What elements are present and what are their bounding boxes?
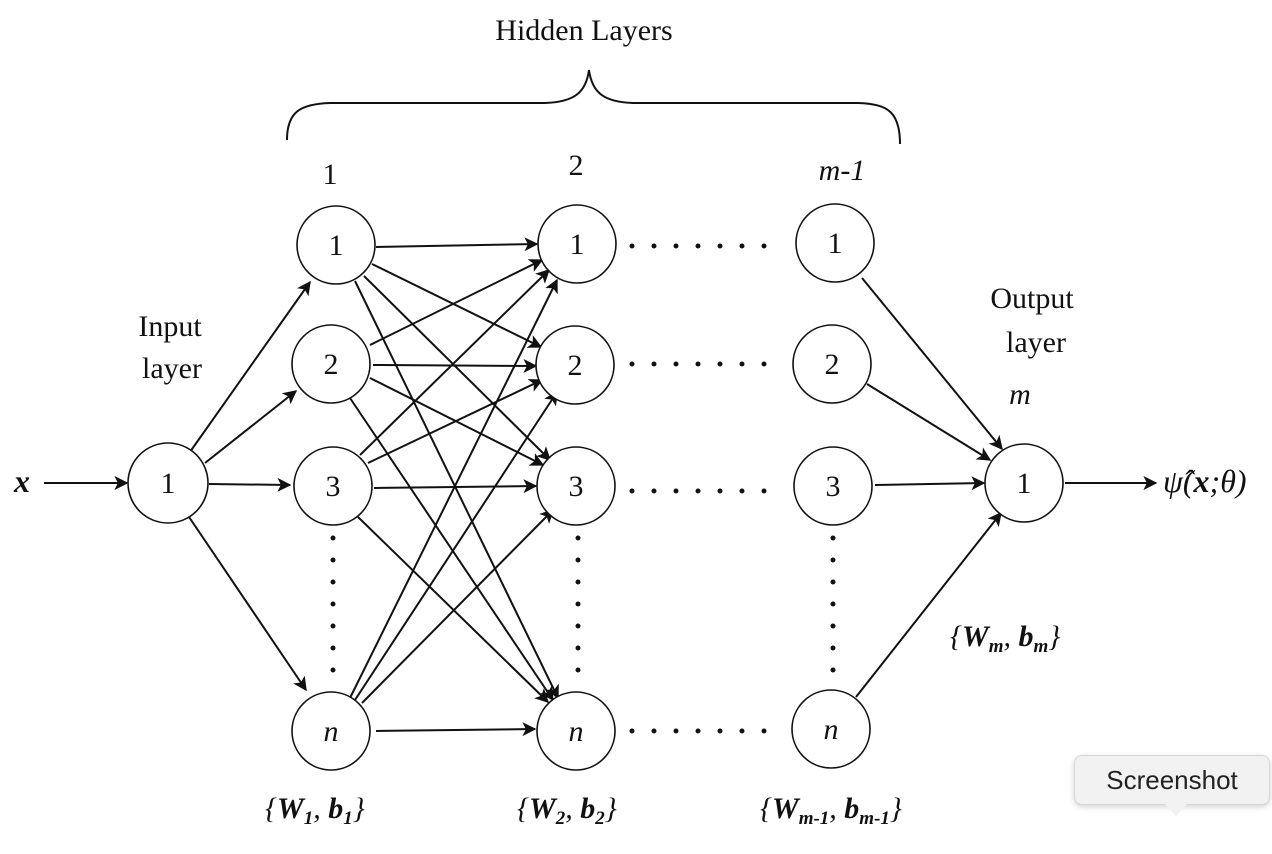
edge-h1-n-h2-1 <box>349 278 558 699</box>
h1-node-1-label: 1 <box>329 229 344 262</box>
h2-node-1: 1 <box>537 204 617 284</box>
h1-node-1: 1 <box>296 205 376 285</box>
edge-in-h1-n <box>186 513 307 692</box>
h2-node-n: n <box>536 691 616 771</box>
input-node: 1 <box>127 442 209 524</box>
edge-h1-3-h2-1 <box>359 269 551 456</box>
h2-node-3-label: 3 <box>569 470 584 503</box>
hm-node-3-label: 3 <box>826 470 841 503</box>
output-theta: ;θ) <box>1210 463 1247 499</box>
params-layer-m-1: {Wm-1, bm-1} <box>760 792 902 829</box>
edge-h1-2-h2-n <box>349 397 554 702</box>
edge-h1-1-h2-2 <box>371 263 543 348</box>
hidden-layers-title: Hidden Layers <box>495 14 672 47</box>
hidden-layer-m-1-number: m-1 <box>819 154 866 187</box>
edge-h1-n-h2-3 <box>361 509 554 704</box>
output-x: x <box>1193 463 1210 499</box>
h2-node-2: 2 <box>535 325 615 405</box>
edge-h1-2-h2-2 <box>372 358 538 373</box>
edge-hm-n-out <box>855 511 1002 698</box>
hidden-layer-2-nodes: 1 2 3 n <box>535 204 617 771</box>
screenshot-tooltip: Screenshot <box>1074 755 1270 805</box>
h2-node-1-label: 1 <box>570 228 585 261</box>
h1-node-2: 2 <box>291 324 371 404</box>
hidden-layer-2-number: 2 <box>569 149 584 182</box>
output-layer-label-line1: Output <box>990 282 1074 315</box>
h2-node-2-label: 2 <box>568 349 583 382</box>
hidden-layer-1-number: 1 <box>323 158 338 191</box>
h1-node-n-label: n <box>324 715 339 748</box>
h1-node-2-label: 2 <box>324 348 339 381</box>
edge-in-h1-2 <box>204 390 298 464</box>
edge-in-h1-1 <box>184 280 311 460</box>
edge-hm-3-out <box>874 476 986 491</box>
h1-node-n: n <box>291 691 371 771</box>
edge-h1-n-h2-n <box>375 722 537 737</box>
input-variable: x <box>13 463 30 499</box>
hm-node-1-label: 1 <box>828 227 843 260</box>
edge-hm-2-out <box>866 383 992 461</box>
edge-h1-n-h2-2 <box>354 390 558 701</box>
hm-node-n: n <box>791 689 871 769</box>
input-layer-label-line1: Input <box>138 310 202 343</box>
edge-h1-2-h2-1 <box>369 259 544 346</box>
hm-node-2: 2 <box>792 324 872 404</box>
edge-h1-1-h2-n <box>354 280 559 700</box>
edge-h1-3-h2-2 <box>367 379 544 464</box>
hm-node-1: 1 <box>795 203 875 283</box>
edge-h1-1-h2-1 <box>375 237 539 252</box>
h1-node-3: 3 <box>293 446 373 526</box>
connections <box>184 237 1158 737</box>
output-open-paren: ( <box>1183 463 1196 499</box>
output-layer-index: m <box>1009 378 1031 411</box>
hidden-layer-1-nodes: 1 2 3 n <box>291 205 376 771</box>
h2-node-3: 3 <box>536 446 616 526</box>
edge-h1-3-h2-n <box>357 516 550 703</box>
hidden-layers-brace <box>286 69 901 145</box>
tooltip-tail <box>1165 804 1187 816</box>
h2-node-n-label: n <box>569 715 584 748</box>
input-layer-label-line2: layer <box>142 352 202 385</box>
output-expression: ψ̂(x;θ) <box>1163 463 1247 499</box>
h1-node-3-label: 3 <box>326 470 341 503</box>
input-node-label: 1 <box>161 467 176 500</box>
output-node: 1 <box>984 443 1064 523</box>
ellipsis-dots <box>330 243 836 734</box>
hm-node-2-label: 2 <box>825 348 840 381</box>
output-layer-label-line2: layer <box>1006 326 1066 359</box>
params-layer-2: {W2, b2} <box>517 792 617 829</box>
edge-hm-1-out <box>861 277 1003 451</box>
hidden-layer-m-1-nodes: 1 2 3 n <box>791 203 875 769</box>
output-node-label: 1 <box>1017 467 1032 500</box>
hm-node-n-label: n <box>824 713 839 746</box>
params-layer-1: {W1, b1} <box>265 792 365 829</box>
edge-in-h1-3 <box>208 477 292 492</box>
edge-h1-1-h2-3 <box>363 275 551 461</box>
hm-node-3: 3 <box>793 446 873 526</box>
params-output-layer: {Wm, bm} <box>950 620 1060 657</box>
